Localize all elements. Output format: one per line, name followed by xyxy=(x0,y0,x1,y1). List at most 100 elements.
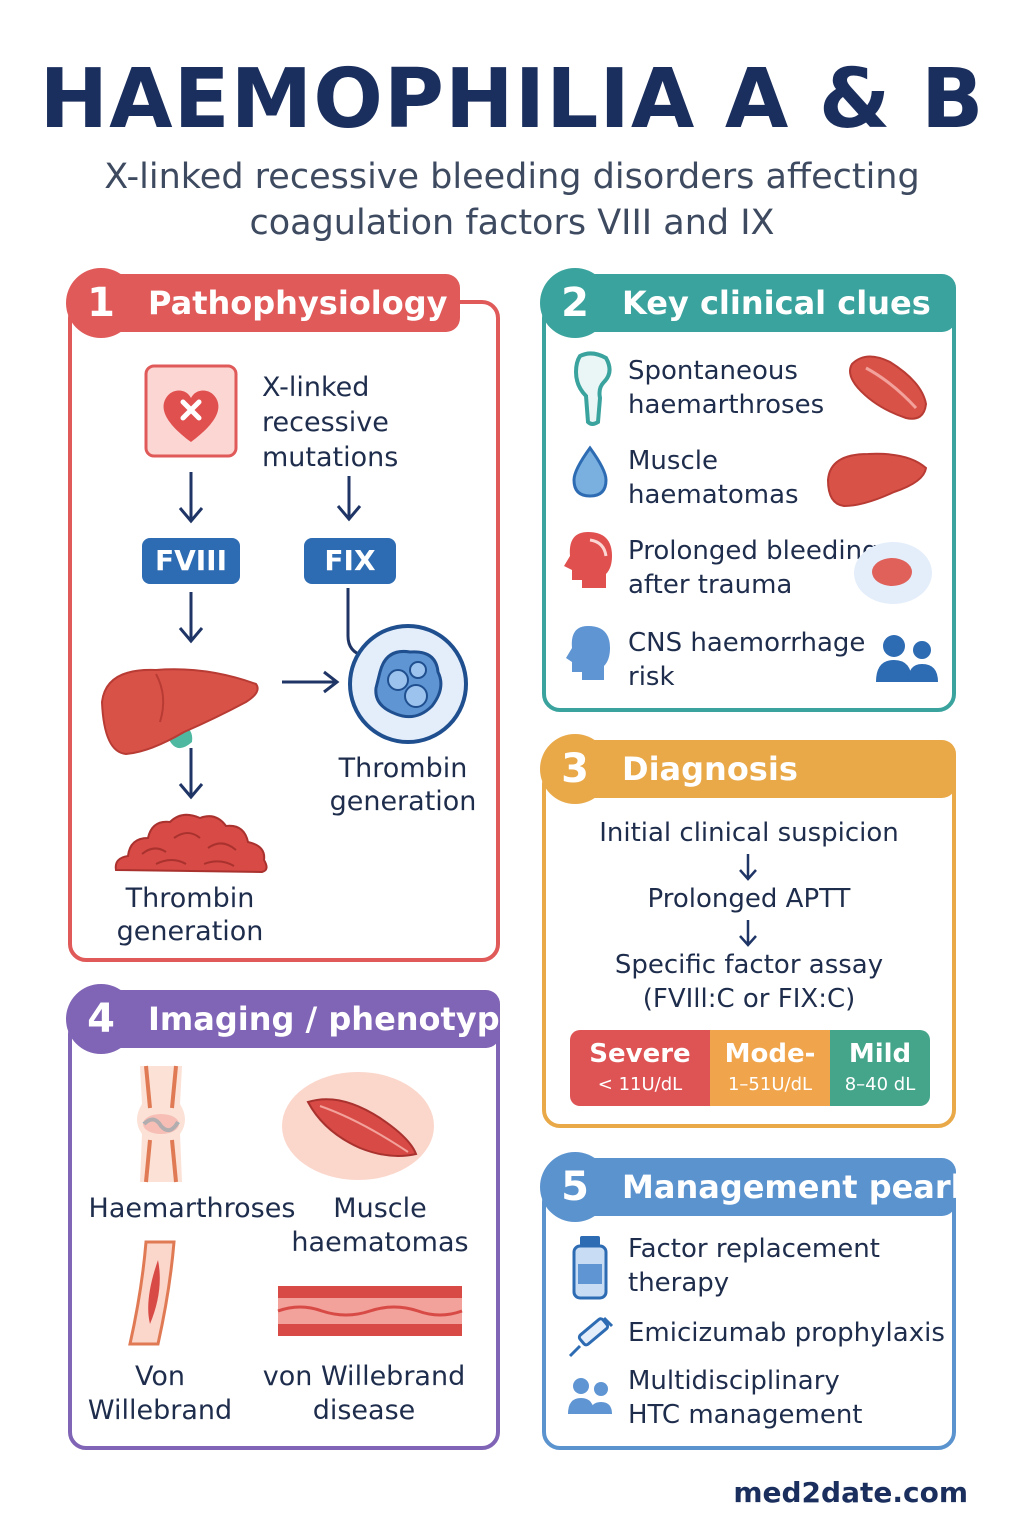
vial-icon xyxy=(572,1236,608,1300)
panel-4-number: 4 xyxy=(66,984,136,1054)
blood-vessel-icon xyxy=(277,1286,463,1336)
muscle-tissue-icon xyxy=(849,355,928,420)
severity-moderate: Mode- 1–51U/dL xyxy=(710,1030,830,1106)
right-label-line-1: Thrombin xyxy=(338,753,468,784)
panel-2-title: Key clinical clues xyxy=(622,284,931,322)
arrow-down-icon xyxy=(178,592,204,644)
diagnosis-step-3-line-1: Specific factor assay xyxy=(614,950,884,980)
phenotype-label-4-line-2: disease xyxy=(312,1395,416,1426)
phenotype-label-3-line-1: Von xyxy=(134,1361,185,1392)
diagnosis-step-3: Specific factor assay (FVIll:C or FIX:C) xyxy=(548,948,950,1016)
phenotype-label-4-line-1: von Willebrand xyxy=(262,1361,466,1392)
panel-3-number: 3 xyxy=(540,734,610,804)
severity-severe-label: Severe xyxy=(589,1039,691,1069)
footer-website: med2date.com xyxy=(733,1476,968,1509)
subtitle-line-2: coagulation factors VIII and IX xyxy=(249,203,775,243)
mutation-label: X-linked recessive mutations xyxy=(262,370,398,475)
clue-item-2: Muscle haematomas xyxy=(628,444,799,512)
phenotype-label-2: Muscle haematomas xyxy=(282,1192,478,1260)
clue-2-line-2: haematomas xyxy=(628,480,799,510)
head-injury-icon xyxy=(564,532,612,588)
people-icon xyxy=(568,1378,612,1414)
severity-mild-range: 8–40 dL xyxy=(844,1074,916,1095)
blood-clot-icon xyxy=(114,813,268,874)
clue-item-3: Prolonged bleeding after trauma xyxy=(628,534,879,602)
management-1-line-2: therapy xyxy=(628,1268,730,1298)
arrow-down-icon xyxy=(739,920,757,947)
clue-2-line-1: Muscle xyxy=(628,446,718,476)
diagnosis-step-2: Prolonged APTT xyxy=(647,884,851,914)
severity-severe-range: < 11U/dL xyxy=(597,1074,683,1095)
panel-1-number: 1 xyxy=(66,268,136,338)
subtitle-line-1: X-linked recessive bleeding disorders af… xyxy=(104,157,920,197)
panel-2-header: 2 Key clinical clues xyxy=(540,268,956,338)
panel-4-title: Imaging / phenotype xyxy=(148,1000,522,1038)
phenotype-label-3-line-2: Willebrand xyxy=(87,1395,233,1426)
panel-5-number: 5 xyxy=(540,1152,610,1222)
diagnosis-step-3-line-2: (FVIll:C or FIX:C) xyxy=(642,984,856,1014)
management-3-line-1: Multidisciplinary xyxy=(628,1366,840,1396)
bruise-icon xyxy=(854,542,932,604)
page-title: HAEMOPHILIA A & B xyxy=(39,52,985,147)
thrombin-generation-bottom-label: Thrombin generation xyxy=(100,882,280,948)
panel-1-title: Pathophysiology xyxy=(148,284,448,322)
head-profile-icon xyxy=(566,626,610,680)
knee-joint-icon xyxy=(137,1065,185,1183)
panel-3-header: 3 Diagnosis xyxy=(540,734,956,804)
phenotype-label-2-line-2: haematomas xyxy=(291,1227,469,1258)
right-label-line-2: generation xyxy=(329,786,477,817)
diagnosis-step-1: Initial clinical suspicion xyxy=(599,818,899,848)
clue-3-line-2: after trauma xyxy=(628,570,793,600)
page-subtitle: X-linked recessive bleeding disorders af… xyxy=(40,154,984,246)
bottom-label-line-1: Thrombin xyxy=(125,883,255,914)
thrombin-generation-right-label: Thrombin generation xyxy=(320,752,486,818)
panel-imaging-phenotype xyxy=(68,1016,500,1450)
clue-item-4: CNS haemorrhage risk xyxy=(628,626,865,694)
blood-drop-icon xyxy=(572,445,608,498)
muscle-haematoma-icon xyxy=(282,1072,434,1180)
panel-2-number: 2 xyxy=(540,268,610,338)
mutation-line-1: X-linked xyxy=(262,372,370,403)
clue-4-line-2: risk xyxy=(628,662,675,692)
mutation-line-2: recessive xyxy=(262,407,389,438)
arrow-right-icon xyxy=(282,670,340,694)
management-item-3: Multidisciplinary HTC management xyxy=(628,1364,863,1432)
arrow-down-icon xyxy=(178,748,204,800)
phenotype-label-4: von Willebrand disease xyxy=(258,1360,470,1428)
cell-icon xyxy=(348,624,468,744)
arrow-down-icon xyxy=(739,854,757,881)
clue-4-line-1: CNS haemorrhage xyxy=(628,628,866,658)
management-1-line-1: Factor replacement xyxy=(628,1234,880,1264)
severity-moderate-range: 1–51U/dL xyxy=(727,1074,813,1095)
panel-3-title: Diagnosis xyxy=(622,750,798,788)
arrow-down-icon xyxy=(336,476,362,522)
liver-icon xyxy=(100,668,259,756)
phenotype-label-2-line-1: Muscle xyxy=(333,1193,427,1224)
severity-mild: Mild 8–40 dL xyxy=(830,1030,930,1106)
panel-4-header: 4 Imaging / phenotype xyxy=(66,984,521,1054)
management-3-line-2: HTC management xyxy=(628,1400,863,1430)
panel-5-header: 5 Management pearls xyxy=(540,1152,981,1222)
mutation-line-3: mutations xyxy=(262,442,399,473)
syringe-icon xyxy=(568,1316,614,1358)
phenotype-label-3: Von Willebrand xyxy=(80,1360,240,1428)
management-item-2: Emicizumab prophylaxis xyxy=(628,1318,945,1348)
vessel-segment-icon xyxy=(128,1240,176,1346)
clue-1-line-2: haemarthroses xyxy=(628,390,825,420)
severity-mild-label: Mild xyxy=(848,1039,912,1069)
factor-ix-tag: FIX xyxy=(304,538,396,584)
severity-moderate-label: Mode- xyxy=(724,1039,816,1069)
arrow-down-icon xyxy=(178,472,204,524)
clue-item-1: Spontaneous haemarthroses xyxy=(628,354,824,422)
phenotype-label-1: Haemarthroses xyxy=(88,1193,296,1224)
panel-1-header: 1 Pathophysiology xyxy=(66,268,460,338)
factor-viii-tag: FVIII xyxy=(142,538,240,584)
bottom-label-line-2: generation xyxy=(116,916,264,947)
clue-3-line-1: Prolonged bleeding xyxy=(628,536,879,566)
liver-icon xyxy=(826,452,928,508)
knee-joint-icon xyxy=(573,351,612,426)
broken-heart-icon xyxy=(144,364,238,458)
clue-1-line-1: Spontaneous xyxy=(628,356,798,386)
severity-severe: Severe < 11U/dL xyxy=(570,1030,710,1106)
management-item-1: Factor replacement therapy xyxy=(628,1232,880,1300)
